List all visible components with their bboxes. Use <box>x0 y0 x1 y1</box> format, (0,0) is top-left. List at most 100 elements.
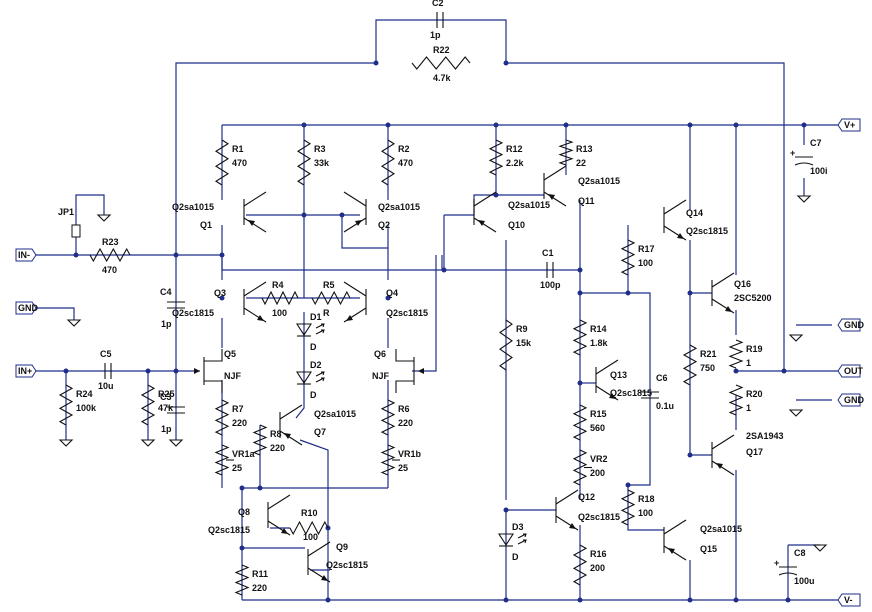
resistor-value: R <box>323 308 330 318</box>
capacitor-c6: C60.1u <box>641 373 674 411</box>
transistor-model: Q2sc1815 <box>610 388 652 398</box>
diode-value: D <box>310 342 317 352</box>
resistor-name: R6 <box>398 404 410 414</box>
capacitor-value: 100p <box>540 280 561 290</box>
resistor-name: R18 <box>638 494 655 504</box>
grounds <box>58 195 828 552</box>
port-in-minus: IN- <box>15 248 37 262</box>
diode-name: D2 <box>310 360 322 370</box>
resistor-name: R13 <box>576 144 593 154</box>
transistor-name: Q1 <box>200 220 212 230</box>
port-vplus: V+ <box>837 118 861 132</box>
capacitor-value: 1p <box>161 319 172 329</box>
light-rays-icon <box>517 533 527 545</box>
resistor-value: 220 <box>252 583 267 593</box>
resistor-value: 22 <box>576 158 586 168</box>
resistor-r4: R4 100 <box>261 280 299 318</box>
transistor-name: Q17 <box>746 447 763 457</box>
resistor-body <box>488 139 504 176</box>
resistor-value: 220 <box>270 443 285 453</box>
ground-icon <box>96 214 112 222</box>
resistor-name: R9 <box>516 324 528 334</box>
diode-name: D1 <box>310 312 322 322</box>
ground-icon <box>58 439 74 447</box>
light-rays-icon <box>315 371 325 383</box>
capacitors: C1100pC21pC31pC41pC510uC60.1u+C7100i+C81… <box>98 0 828 586</box>
resistor-value: 750 <box>700 363 715 373</box>
capacitor-name: C3 <box>160 392 172 402</box>
port-out: OUT <box>837 364 864 378</box>
resistor-name: R10 <box>301 508 318 518</box>
resistor-name: R20 <box>746 389 763 399</box>
resistor-body <box>572 544 588 586</box>
resistor-name: R24 <box>76 389 93 399</box>
port-label: IN- <box>18 250 30 260</box>
resistor-value: 100 <box>638 258 653 268</box>
resistor-name: R11 <box>252 569 268 579</box>
transistor-model: Q2sc1815 <box>686 226 728 236</box>
ground-icon <box>812 544 828 552</box>
port-label: GND <box>844 395 865 405</box>
resistor-name: R23 <box>102 237 119 247</box>
resistor-body <box>234 564 250 596</box>
capacitor-name: C1 <box>542 248 554 258</box>
transistor-name: Q12 <box>578 492 595 502</box>
transistor-model: 2SC5200 <box>734 293 772 303</box>
jumper-label: JP1 <box>58 207 74 217</box>
resistor-body <box>252 424 268 456</box>
ground-icon <box>140 439 156 447</box>
transistor-model: Q2sc1815 <box>172 308 214 318</box>
resistor-body <box>620 489 636 526</box>
transistor-model: NJF <box>372 371 390 381</box>
resistor-body <box>380 399 396 436</box>
port-label: V+ <box>844 120 855 130</box>
diode-value: D <box>310 390 317 400</box>
resistor-value: 25 <box>232 463 242 473</box>
junctions <box>63 60 807 603</box>
light-rays-icon <box>315 323 325 335</box>
port-label: OUT <box>844 366 864 376</box>
ground-icon <box>788 334 804 342</box>
resistor-value: 220 <box>398 418 413 428</box>
resistor-value: 470 <box>232 158 247 168</box>
resistor-name: R12 <box>506 144 523 154</box>
transistor-name: Q7 <box>314 427 326 437</box>
transistor-name: Q2 <box>378 220 390 230</box>
resistor-value: 1 <box>746 358 751 368</box>
resistor-body <box>558 139 574 166</box>
transistor-name: Q6 <box>374 349 386 359</box>
wires <box>32 19 838 601</box>
resistor-body <box>289 520 329 536</box>
resistor-value: 470 <box>398 158 413 168</box>
transistor-model: Q2sa1015 <box>578 176 620 186</box>
resistor-value: 15k <box>516 338 532 348</box>
resistor-body <box>572 449 588 486</box>
capacitor-name: C7 <box>810 138 822 148</box>
transistor-model: Q2sc1815 <box>386 308 428 318</box>
transistor-name: Q9 <box>336 542 348 552</box>
resistor-name: R4 <box>272 280 284 290</box>
port-gnd-right-1: GND <box>837 318 865 332</box>
resistor-value: 100 <box>272 308 287 318</box>
